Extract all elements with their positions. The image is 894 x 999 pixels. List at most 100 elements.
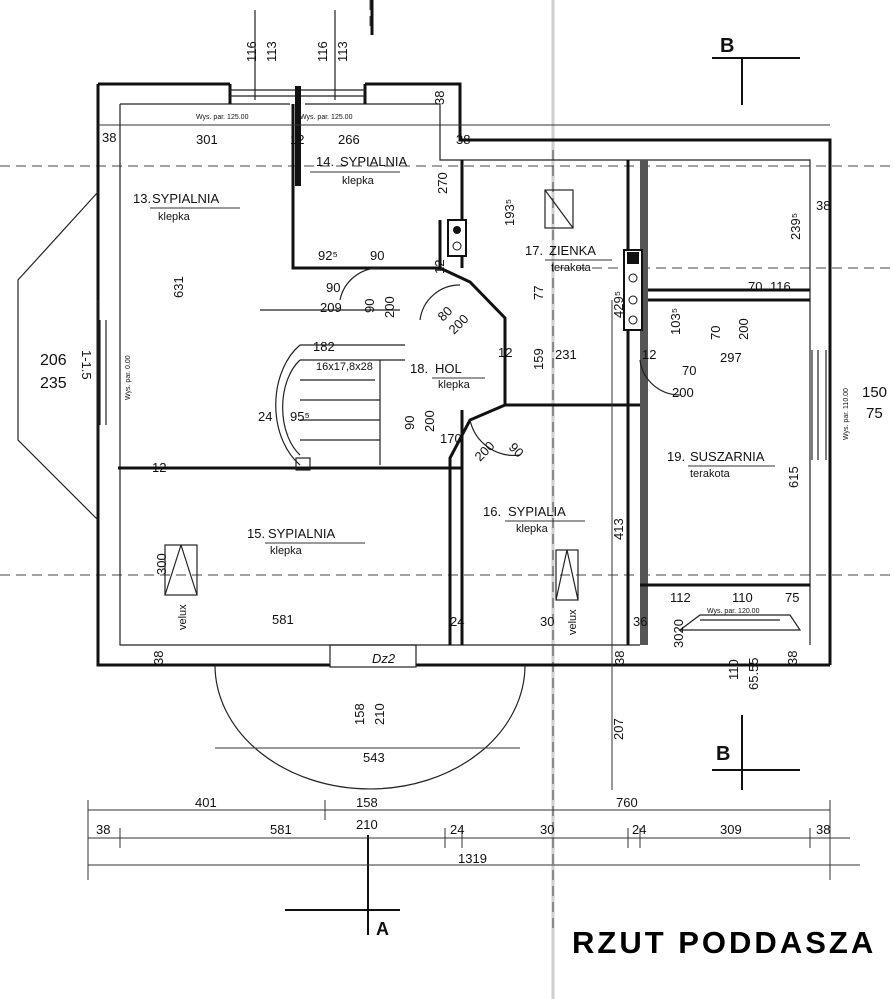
svg-text:16.: 16. (483, 504, 501, 519)
svg-text:200: 200 (736, 318, 751, 340)
misc-labels: 16x17,8x28 velux velux Dz2 (177, 361, 579, 666)
svg-text:210: 210 (372, 703, 387, 725)
svg-text:1-1.5: 1-1.5 (79, 350, 94, 380)
svg-text:klepka: klepka (270, 545, 303, 557)
section-letters: B B A (376, 35, 734, 939)
svg-text:158: 158 (352, 703, 367, 725)
svg-text:581: 581 (272, 612, 294, 627)
svg-text:38: 38 (456, 132, 470, 147)
section-marks (285, 57, 800, 935)
svg-text:300: 300 (154, 553, 169, 575)
svg-text:581: 581 (270, 822, 292, 837)
svg-text:SYPIALNIA: SYPIALNIA (268, 526, 336, 541)
svg-text:B: B (720, 35, 734, 57)
svg-text:15.: 15. (247, 526, 265, 541)
svg-text:113: 113 (335, 41, 350, 62)
svg-text:30: 30 (540, 614, 554, 629)
svg-text:17.: 17. (525, 243, 543, 258)
svg-text:klepka: klepka (438, 379, 471, 391)
svg-text:301: 301 (196, 132, 218, 147)
svg-text:38: 38 (612, 651, 627, 665)
svg-text:70: 70 (682, 363, 696, 378)
east-window (811, 350, 827, 460)
svg-text:206: 206 (40, 352, 67, 369)
svg-text:1319: 1319 (458, 851, 487, 866)
svg-text:239⁵: 239⁵ (788, 213, 803, 240)
svg-text:38: 38 (151, 651, 166, 665)
svg-text:90: 90 (402, 416, 417, 430)
room-label-18: 18. HOL klepka (410, 361, 485, 391)
svg-text:19.: 19. (667, 449, 685, 464)
svg-text:158: 158 (356, 795, 378, 810)
room-label-19: 19. SUSZARNIA terakota (667, 449, 775, 480)
svg-text:13.: 13. (133, 191, 151, 206)
svg-text:150: 150 (862, 384, 887, 401)
svg-text:103⁵: 103⁵ (668, 308, 683, 335)
svg-text:38: 38 (816, 198, 830, 213)
svg-text:38: 38 (96, 822, 110, 837)
svg-text:38: 38 (785, 651, 800, 665)
svg-text:193⁵: 193⁵ (502, 199, 517, 226)
svg-text:309: 309 (720, 822, 742, 837)
svg-text:24: 24 (450, 614, 464, 629)
svg-text:38: 38 (816, 822, 830, 837)
svg-text:Wys. par. 125.00: Wys. par. 125.00 (196, 114, 249, 121)
svg-text:77: 77 (531, 286, 546, 300)
room-label-14: 14. SYPIALNIA klepka (310, 154, 408, 187)
svg-text:200: 200 (672, 385, 694, 400)
svg-text:159: 159 (531, 348, 546, 370)
room-label-16: 16. SYPIALIA klepka (483, 504, 585, 535)
svg-text:Dz2: Dz2 (372, 651, 396, 666)
svg-text:200: 200 (422, 410, 437, 432)
svg-text:SUSZARNIA: SUSZARNIA (690, 449, 765, 464)
chimney-blocks (447, 219, 643, 331)
svg-text:SYPIALNIA: SYPIALNIA (340, 154, 408, 169)
room-label-13: 13. SYPIALNIA klepka (133, 191, 240, 223)
room-label-15: 15. SYPIALNIA klepka (247, 526, 365, 557)
svg-text:235: 235 (40, 375, 67, 392)
svg-text:24: 24 (632, 822, 646, 837)
svg-text:110: 110 (732, 590, 753, 605)
svg-text:38: 38 (102, 130, 116, 145)
svg-text:92⁵: 92⁵ (318, 248, 338, 263)
room-label-17: 17. ZIENKA terakota (525, 243, 612, 274)
svg-text:543: 543 (363, 750, 385, 765)
svg-text:A: A (376, 919, 389, 939)
dimension-lines (87, 124, 860, 880)
svg-text:12: 12 (642, 347, 656, 362)
svg-text:B: B (716, 743, 730, 765)
svg-text:429⁵: 429⁵ (611, 291, 626, 318)
svg-text:12: 12 (432, 260, 447, 274)
svg-text:112: 112 (670, 590, 691, 605)
svg-text:Wys. par. 125.00: Wys. par. 125.00 (300, 114, 353, 121)
svg-text:SYPIALIA: SYPIALIA (508, 504, 566, 519)
svg-text:Wys. par. 0.00: Wys. par. 0.00 (125, 355, 132, 400)
svg-text:Wys. par. 120.00: Wys. par. 120.00 (707, 608, 760, 615)
exterior-walls (96, 82, 832, 667)
svg-text:velux: velux (177, 604, 189, 630)
svg-text:24: 24 (450, 822, 464, 837)
svg-text:12: 12 (290, 132, 304, 147)
svg-text:90: 90 (370, 248, 384, 263)
svg-text:116: 116 (315, 41, 330, 62)
svg-text:terakota: terakota (551, 262, 592, 274)
svg-text:270: 270 (435, 172, 450, 194)
svg-text:65.55: 65.55 (746, 657, 761, 690)
svg-text:413: 413 (611, 518, 626, 540)
svg-text:207: 207 (611, 718, 626, 740)
svg-text:70: 70 (748, 279, 762, 294)
svg-text:klepka: klepka (342, 175, 375, 187)
svg-text:266: 266 (338, 132, 360, 147)
staircase (260, 309, 405, 471)
svg-text:90: 90 (506, 440, 527, 461)
svg-text:18.: 18. (410, 361, 428, 376)
svg-text:110: 110 (726, 659, 741, 680)
svg-text:210: 210 (356, 817, 378, 832)
svg-text:16x17,8x28: 16x17,8x28 (316, 361, 373, 373)
svg-text:36: 36 (633, 614, 647, 629)
svg-text:95⁵: 95⁵ (290, 409, 310, 424)
svg-text:14.: 14. (316, 154, 334, 169)
svg-text:klepka: klepka (516, 523, 549, 535)
north-windows (230, 0, 374, 186)
drawing-title: RZUT PODDASZA (572, 925, 877, 960)
